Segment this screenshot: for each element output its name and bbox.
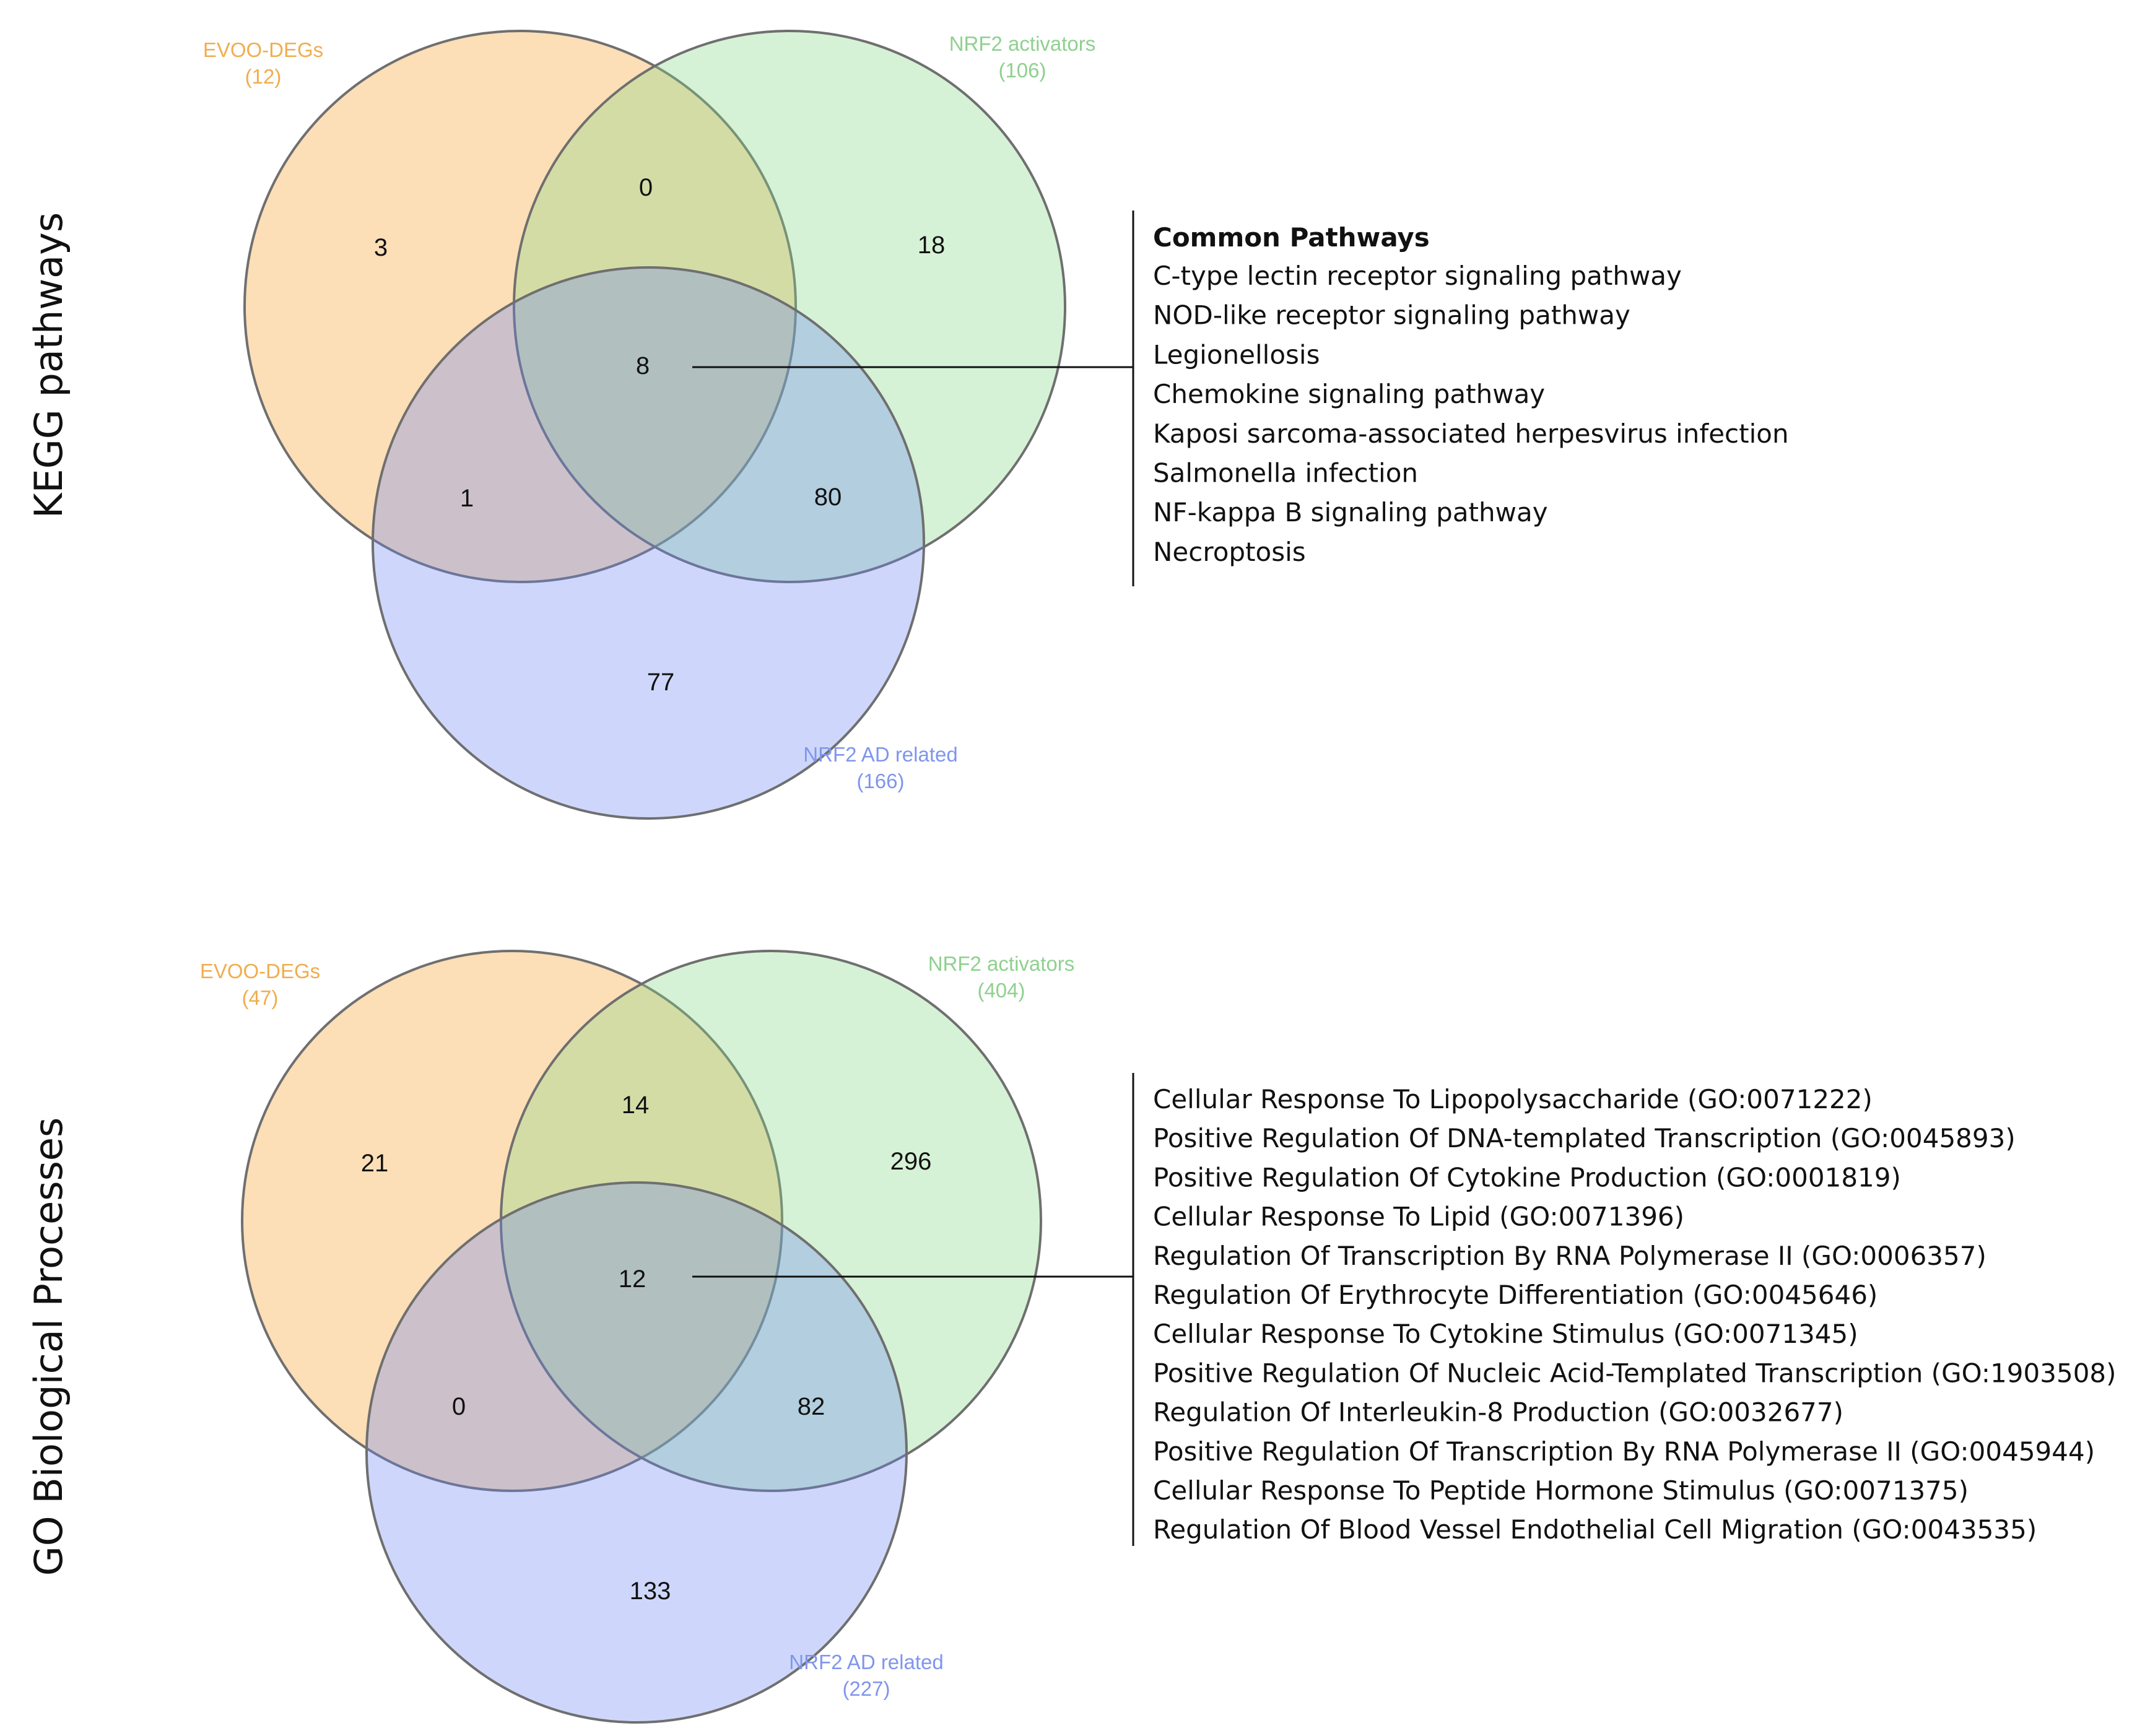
kegg-region-evoo-ad: 1 bbox=[460, 485, 474, 512]
kegg-evoo-count: (12) bbox=[245, 65, 282, 88]
kegg-pathway-item: C-type lectin receptor signaling pathway bbox=[1153, 261, 1682, 291]
go-ad-count: (227) bbox=[842, 1677, 890, 1700]
go-activators-name: NRF2 activators bbox=[928, 952, 1075, 975]
kegg-pathway-item: Salmonella infection bbox=[1153, 458, 1418, 488]
go-process-item: Cellular Response To Lipid (GO:0071396) bbox=[1153, 1202, 1684, 1232]
kegg-region-activators-ad: 80 bbox=[814, 484, 842, 511]
go-process-item: Regulation Of Erythrocyte Differentiatio… bbox=[1153, 1280, 1877, 1310]
kegg-pathway-item: Chemokine signaling pathway bbox=[1153, 379, 1545, 409]
go-region-ad-only: 133 bbox=[630, 1578, 671, 1605]
go-process-item: Positive Regulation Of Nucleic Acid-Temp… bbox=[1153, 1358, 2117, 1388]
kegg-region-ad-only: 77 bbox=[647, 669, 675, 696]
go-process-item: Cellular Response To Lipopolysaccharide … bbox=[1153, 1084, 1873, 1114]
go-region-evoo-activators: 14 bbox=[622, 1092, 650, 1119]
go-process-item: Cellular Response To Cytokine Stimulus (… bbox=[1153, 1319, 1858, 1349]
go-ad-name: NRF2 AD related bbox=[789, 1651, 943, 1673]
kegg-ad-count: (166) bbox=[856, 770, 904, 792]
go-process-item: Positive Regulation Of Cytokine Producti… bbox=[1153, 1162, 1901, 1192]
kegg-pathway-item: NOD-like receptor signaling pathway bbox=[1153, 300, 1630, 331]
kegg-region-evoo-only: 3 bbox=[374, 234, 388, 261]
go-process-item: Cellular Response To Peptide Hormone Sti… bbox=[1153, 1475, 1969, 1506]
go-process-item: Regulation Of Transcription By RNA Polym… bbox=[1153, 1241, 1986, 1271]
go-evoo-count: (47) bbox=[242, 986, 279, 1009]
go-panel: GO Biological Processes EVOO-DEGs (47) N… bbox=[26, 950, 2117, 1724]
go-process-item: Regulation Of Interleukin-8 Production (… bbox=[1153, 1397, 1843, 1428]
kegg-pathway-item: Necroptosis bbox=[1153, 537, 1306, 567]
kegg-evoo-name: EVOO-DEGs bbox=[203, 38, 323, 61]
kegg-region-evoo-activators: 0 bbox=[639, 174, 653, 201]
kegg-ad-name: NRF2 AD related bbox=[803, 743, 957, 766]
kegg-pathway-item: Legionellosis bbox=[1153, 339, 1320, 370]
go-region-all-three: 12 bbox=[619, 1265, 646, 1293]
kegg-list-heading: Common Pathways bbox=[1153, 222, 1430, 253]
go-region-activators-ad: 82 bbox=[798, 1393, 825, 1420]
go-side-title: GO Biological Processes bbox=[26, 1118, 71, 1576]
go-region-evoo-ad: 0 bbox=[452, 1393, 466, 1420]
go-circle-nrf2-ad bbox=[365, 1181, 908, 1724]
go-region-evoo-only: 21 bbox=[361, 1150, 389, 1177]
kegg-circle-nrf2-ad bbox=[372, 266, 925, 820]
go-venn bbox=[241, 950, 1042, 1724]
kegg-side-title: KEGG pathways bbox=[26, 212, 71, 518]
kegg-activators-count: (106) bbox=[998, 59, 1046, 82]
kegg-pathway-item: NF-kappa B signaling pathway bbox=[1153, 497, 1548, 527]
kegg-venn bbox=[243, 30, 1066, 820]
kegg-region-all-three: 8 bbox=[636, 352, 650, 380]
go-circle-nrf2-activators bbox=[500, 950, 1042, 1492]
go-activators-count: (404) bbox=[977, 979, 1025, 1002]
go-process-item: Positive Regulation Of Transcription By … bbox=[1153, 1436, 2095, 1467]
go-evoo-name: EVOO-DEGs bbox=[200, 960, 320, 983]
kegg-pathway-list: C-type lectin receptor signaling pathway… bbox=[1153, 261, 1789, 567]
go-circle-evoo bbox=[241, 950, 783, 1492]
go-process-item: Regulation Of Blood Vessel Endothelial C… bbox=[1153, 1514, 2037, 1545]
go-process-item: Positive Regulation Of DNA-templated Tra… bbox=[1153, 1123, 2016, 1153]
go-region-activators-only: 296 bbox=[890, 1148, 932, 1175]
kegg-panel: KEGG pathways EVOO-DEGs (12) NRF2 activa… bbox=[26, 30, 1789, 820]
kegg-pathway-item: Kaposi sarcoma-associated herpesvirus in… bbox=[1153, 419, 1789, 449]
go-process-list: Cellular Response To Lipopolysaccharide … bbox=[1153, 1084, 2117, 1545]
kegg-region-activators-only: 18 bbox=[918, 232, 946, 259]
kegg-circle-evoo bbox=[243, 30, 797, 583]
kegg-activators-name: NRF2 activators bbox=[949, 32, 1096, 55]
